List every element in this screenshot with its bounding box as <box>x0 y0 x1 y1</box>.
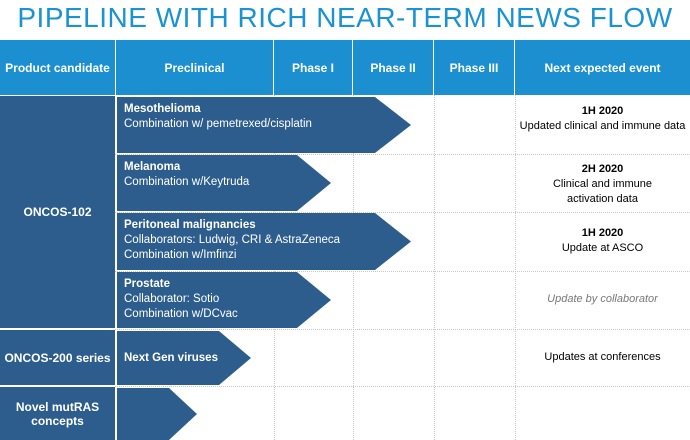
program-name: Peritoneal malignancies <box>124 219 256 231</box>
program-detail: Collaborator: Sotio <box>124 293 220 305</box>
event-date: 2H 2020 <box>581 163 624 175</box>
header-next-event: Next expected event <box>515 40 690 95</box>
program-detail: Collaborators: Ludwig, CRI & AstraZeneca <box>124 234 341 246</box>
program-bar-peritoneal: Peritoneal malignancies Collaborators: L… <box>117 213 411 270</box>
header-phase-2: Phase II <box>353 40 434 95</box>
event-text: Clinical and immune activation data <box>552 178 653 205</box>
header-phase-3: Phase III <box>434 40 515 95</box>
program-bar-next-gen: Next Gen viruses <box>117 331 251 385</box>
grid-line <box>0 154 690 155</box>
event-date: 1H 2020 <box>581 105 624 117</box>
grid-line <box>0 329 690 330</box>
program-bar-mutras <box>117 388 197 440</box>
program-bar-mesothelioma: Mesothelioma Combination w/ pemetrexed/c… <box>117 97 411 153</box>
header-product-candidate: Product candidate <box>0 40 116 95</box>
candidate-oncos-200: ONCOS-200 series <box>0 330 115 387</box>
grid-line <box>515 95 516 440</box>
program-detail: Combination w/DCvac <box>124 308 238 320</box>
event-text: Update at ASCO <box>561 242 644 254</box>
candidate-oncos-102: ONCOS-102 <box>0 96 115 330</box>
header-phase-1: Phase I <box>274 40 353 95</box>
program-name: Mesothelioma <box>124 103 201 115</box>
event-peritoneal: 1H 2020 Update at ASCO <box>515 226 690 256</box>
header-preclinical: Preclinical <box>116 40 274 95</box>
program-bar-melanoma: Melanoma Combination w/Keytruda <box>117 155 331 211</box>
program-name: Next Gen viruses <box>124 351 218 364</box>
grid-line <box>0 386 690 387</box>
grid-line <box>434 95 435 440</box>
grid-line <box>0 212 690 213</box>
event-date: 1H 2020 <box>581 227 624 239</box>
candidate-mutras: Novel mutRAS concepts <box>0 387 115 440</box>
page-title: PIPELINE WITH RICH NEAR-TERM NEWS FLOW <box>17 2 673 33</box>
program-name: Melanoma <box>124 161 181 173</box>
event-oncos-200: Updates at conferences <box>544 351 661 363</box>
program-detail: Combination w/Keytruda <box>124 176 250 188</box>
program-detail: Combination w/Imfinzi <box>124 249 237 261</box>
program-name: Prostate <box>124 278 171 290</box>
event-melanoma: 2H 2020 Clinical and immune activation d… <box>515 162 690 207</box>
program-bar-prostate: Prostate Collaborator: Sotio Combination… <box>117 272 331 328</box>
program-detail: Combination w/ pemetrexed/cisplatin <box>124 118 312 130</box>
event-mesothelioma: 1H 2020 Updated clinical and immune data <box>515 104 690 134</box>
event-text: Updated clinical and immune data <box>519 120 686 132</box>
grid-line <box>0 271 690 272</box>
event-prostate: Update by collaborator <box>547 293 658 305</box>
